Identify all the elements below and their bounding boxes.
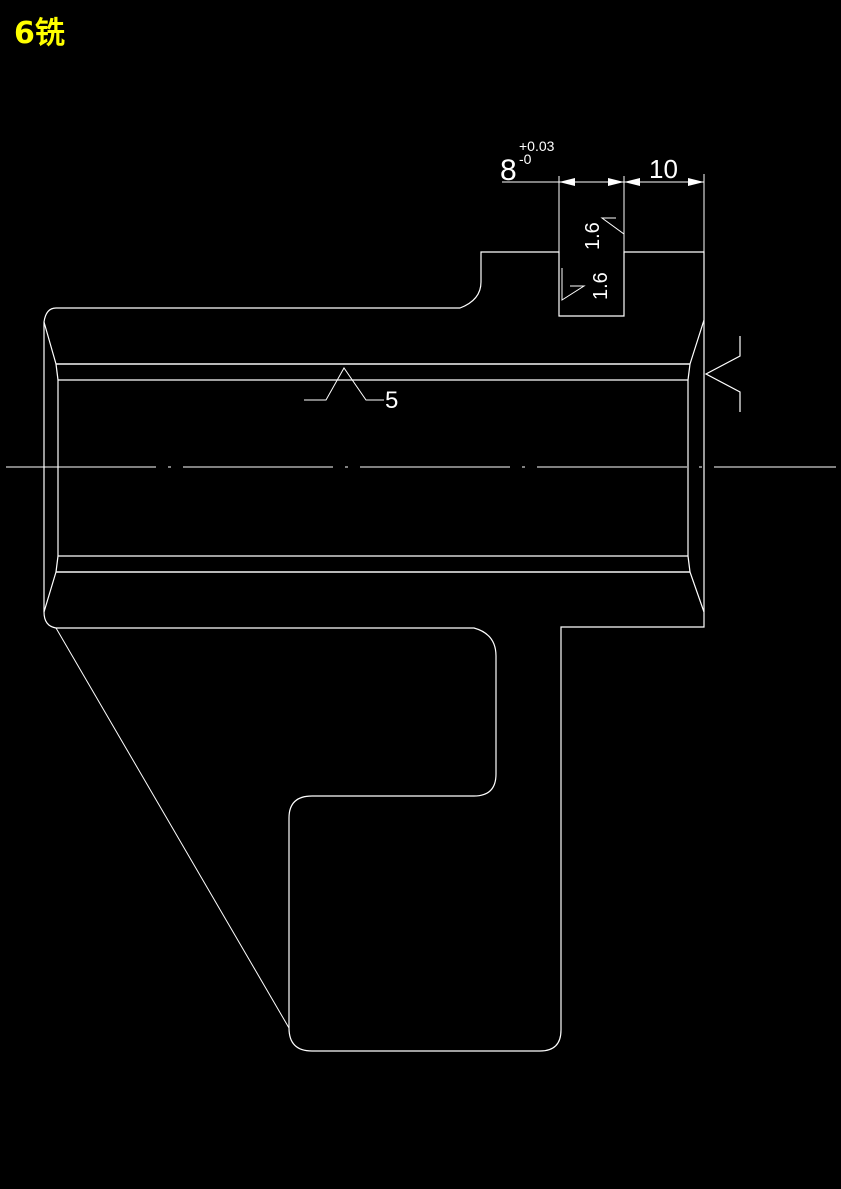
slot-width-lower-tolerance: -0 (519, 151, 532, 167)
slot-offset-value: 10 (649, 154, 678, 184)
lower-wall-flange-section (43, 571, 705, 1052)
dim-arrow-left (559, 178, 575, 186)
left-chamfer-top (55, 363, 59, 381)
roughness-symbol-side-1 (600, 200, 625, 235)
right-chamfer-top (687, 363, 691, 381)
slot-width-upper-tolerance: +0.03 (519, 138, 555, 154)
roughness-side-1-value: 1.6 (582, 222, 604, 250)
dim-arrow-right (608, 178, 624, 186)
operation-title: 6铣 (14, 16, 65, 51)
roughness-symbol-side-2 (561, 268, 586, 301)
locating-symbol (704, 336, 741, 412)
roughness-symbol-bore (304, 367, 384, 401)
roughness-side-2-value: 1.6 (590, 272, 612, 300)
upper-wall-section (43, 251, 705, 365)
slot-width-nominal: 8 (500, 154, 517, 187)
right-chamfer-bottom (687, 555, 691, 573)
construction-line (55, 627, 290, 1029)
left-chamfer-bottom (55, 555, 59, 573)
dim-arrow-offset-right (688, 178, 704, 186)
dim-arrow-offset-left (624, 178, 640, 186)
roughness-bore-value: 5 (385, 387, 398, 414)
